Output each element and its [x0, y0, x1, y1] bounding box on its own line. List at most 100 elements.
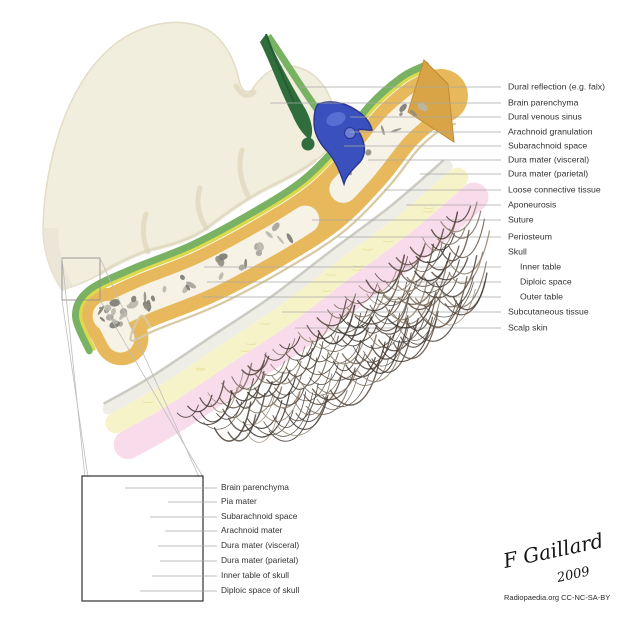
- diploe-speck: [150, 591, 159, 605]
- hair-strand: [287, 357, 318, 390]
- falx-free-edge-knob: [301, 137, 315, 151]
- hair-strand: [309, 363, 339, 386]
- zoom-connector-line: [61, 299, 89, 478]
- hair-strand: [230, 370, 265, 402]
- label-dural-reflection: Dural reflection (e.g. falx): [508, 81, 605, 91]
- hair-strand: [352, 313, 401, 363]
- hair-strand: [309, 315, 342, 349]
- diploe-speck: [109, 298, 121, 307]
- hair-strand: [448, 251, 484, 285]
- hair-strand: [385, 281, 428, 321]
- hair-strand: [321, 340, 361, 364]
- hair-strand: [247, 381, 273, 399]
- label-diploic-space: Diploic space: [520, 276, 572, 286]
- hair-strand: [349, 357, 390, 386]
- diploe-speck: [143, 291, 147, 303]
- fat-texture: [423, 207, 434, 210]
- label-dura-mater-parietal: Dura mater (parietal): [508, 168, 588, 178]
- aponeurosis-band: [102, 160, 453, 415]
- pia-surface-streak: [161, 509, 163, 520]
- inset-cut-face-wash: [82, 476, 108, 601]
- inset-label-pia-mater: Pia mater: [221, 496, 257, 506]
- hair-strand: [404, 298, 436, 331]
- pia-surface-streak: [118, 529, 127, 535]
- brain-parenchyma: [42, 21, 335, 291]
- hair-strand: [398, 243, 435, 283]
- hair-strand: [452, 272, 488, 311]
- hair-strand: [371, 332, 412, 373]
- hair-strand: [435, 275, 474, 308]
- sulcus-shadow: [237, 147, 251, 199]
- license-credit: Radiopaedia.org CC-NC-SA-BY: [504, 593, 610, 602]
- diploe-speck: [111, 307, 116, 316]
- diploe-speck: [265, 231, 273, 239]
- hair-strand: [330, 312, 362, 347]
- hair-strand: [317, 304, 356, 345]
- diploe-speck: [99, 316, 106, 322]
- diploe-speck: [97, 305, 105, 315]
- label-aponeurosis: Aponeurosis: [508, 199, 557, 209]
- label-arachnoid-granulation: Arachnoid granulation: [508, 126, 593, 136]
- trabecula-fiber: [125, 498, 132, 514]
- hair-strand: [361, 309, 391, 334]
- fat-texture: [195, 368, 206, 371]
- sulcus-shadow: [140, 211, 151, 255]
- hair-strand: [241, 360, 265, 376]
- hair-strand: [247, 355, 270, 372]
- pia-surface-streak: [187, 504, 189, 515]
- hair-strand: [203, 407, 240, 430]
- fat-texture: [142, 401, 153, 404]
- hair-strand: [260, 360, 286, 377]
- hair-strand: [271, 360, 302, 385]
- falx-edge-line: [265, 33, 295, 103]
- zoom-connector-line: [99, 257, 200, 478]
- hair-strand: [279, 336, 301, 350]
- zoom-connector-line: [61, 257, 86, 478]
- hair-strand: [329, 360, 380, 406]
- hair-strand: [316, 378, 357, 410]
- inset-content: [79, 476, 205, 605]
- hair-strand: [425, 300, 457, 328]
- inset-subarachnoid-band: [106, 509, 203, 601]
- hair-strand: [414, 281, 446, 308]
- hair-strand: [210, 387, 238, 413]
- diploe-speck: [173, 591, 183, 597]
- diploe-speck: [380, 125, 385, 136]
- label-subarachnoid-space: Subarachnoid space: [508, 140, 587, 150]
- hair-strand: [435, 255, 478, 298]
- label-subcutaneous-tissue: Subcutaneous tissue: [508, 306, 589, 316]
- hair-strand: [227, 414, 257, 442]
- diploe-speck: [193, 579, 200, 585]
- hair-strand: [413, 271, 451, 293]
- hair-strand: [285, 340, 314, 361]
- hair-strand: [255, 410, 294, 436]
- hair-strand: [384, 260, 420, 291]
- hair-strand: [219, 378, 255, 409]
- inset-pia-line: [94, 498, 203, 601]
- label-dural-venous-sinus: Dural venous sinus: [508, 111, 583, 121]
- hair-strand: [374, 296, 409, 325]
- fat-texture: [326, 273, 337, 276]
- brain-edge-shadow: [98, 158, 318, 276]
- diploe-speck: [134, 593, 143, 597]
- hair-strand: [347, 324, 378, 342]
- trabecula-fiber: [84, 545, 102, 551]
- hair-strand: [387, 301, 433, 329]
- main-label-column: Dural reflection (e.g. falx) Brain paren…: [508, 81, 605, 332]
- label-skull: Skull: [508, 246, 527, 256]
- falx-cerebri: [260, 34, 313, 140]
- diploe-speck: [162, 285, 167, 293]
- diploe-speck: [238, 264, 246, 271]
- hair-strand: [339, 288, 380, 328]
- diploe-speck: [409, 109, 418, 117]
- dura-visceral-green-band: [71, 61, 430, 355]
- signature-name: F Gaillard: [500, 528, 605, 573]
- hair-strand: [266, 369, 291, 386]
- hair-strand: [222, 391, 250, 419]
- leader-lines: [202, 86, 501, 329]
- hair-strand: [423, 282, 474, 318]
- scalp-hair: [176, 201, 491, 443]
- diploe-speck: [99, 306, 103, 310]
- hair-strand: [288, 394, 329, 430]
- fat-texture: [260, 322, 271, 325]
